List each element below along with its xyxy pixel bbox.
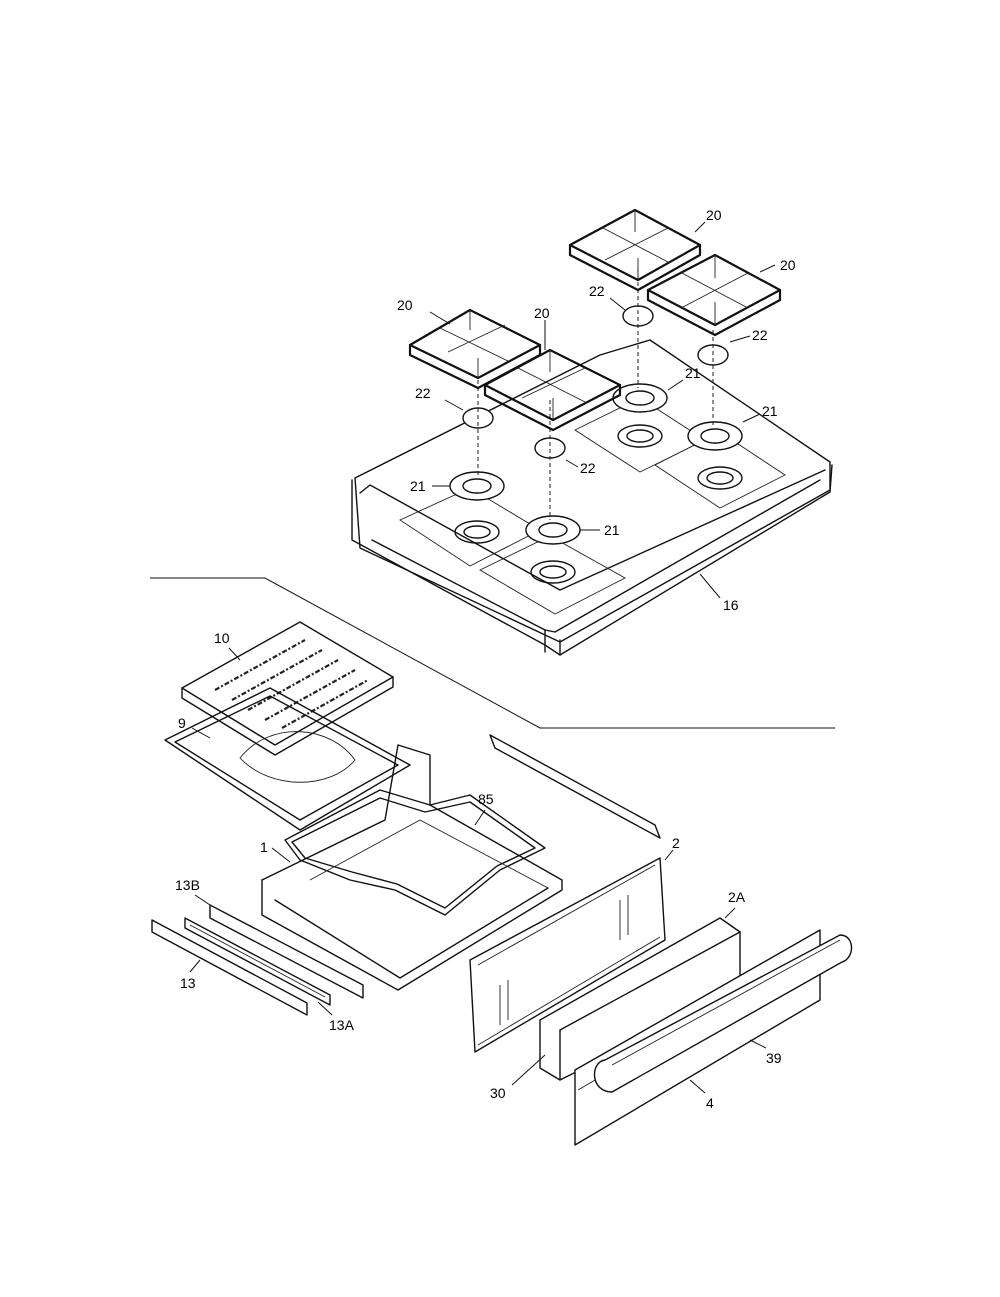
broiler-grille-10: [181, 621, 394, 756]
label-20-right-rear: 20: [706, 207, 722, 223]
support-frame-85: [284, 789, 546, 916]
label-1: 1: [260, 839, 268, 855]
section-divider: [150, 577, 835, 729]
label-30: 30: [490, 1085, 506, 1101]
label-22-right-front: 22: [752, 327, 768, 343]
label-9: 9: [178, 715, 186, 731]
rail-top: [489, 734, 661, 839]
label-10: 10: [214, 630, 230, 646]
label-16: 16: [723, 597, 739, 613]
label-20-right-front: 20: [780, 257, 796, 273]
drawer-body-1: [261, 744, 563, 991]
side-rail-13A: [184, 917, 331, 1006]
label-39: 39: [766, 1050, 782, 1066]
label-4: 4: [706, 1095, 714, 1111]
label-21-left-rear: 21: [410, 478, 426, 494]
label-2: 2: [672, 835, 680, 851]
label-21-right-rear: 21: [685, 365, 701, 381]
label-22-left-front: 22: [580, 460, 596, 476]
leader-lines: [189, 221, 776, 1094]
label-20-left-rear: 20: [397, 297, 413, 313]
grate-right-rear: [568, 208, 702, 292]
cooktop-16: [351, 268, 833, 656]
side-rail-13: [151, 919, 308, 1016]
label-13B: 13B: [175, 877, 200, 893]
label-21-left-front: 21: [604, 522, 620, 538]
label-2A: 2A: [728, 889, 746, 905]
side-rail-13B: [209, 904, 364, 999]
part-labels: 20 20 20 20 22 22 22 22 21 21 21 21 16 1…: [175, 207, 796, 1111]
drawer-handle-39: [593, 934, 853, 1093]
broiler-pan-9: [164, 687, 411, 831]
label-22-right-rear: 22: [589, 283, 605, 299]
label-20-left-front: 20: [534, 305, 550, 321]
grate-left-front: [483, 348, 622, 432]
label-21-right-front: 21: [762, 403, 778, 419]
grate-left-rear: [408, 308, 542, 390]
front-panel-2: [469, 857, 666, 1053]
label-22-left-rear: 22: [415, 385, 431, 401]
label-85: 85: [478, 791, 494, 807]
label-13A: 13A: [329, 1017, 355, 1033]
label-13: 13: [180, 975, 196, 991]
grate-right-front: [646, 253, 782, 337]
